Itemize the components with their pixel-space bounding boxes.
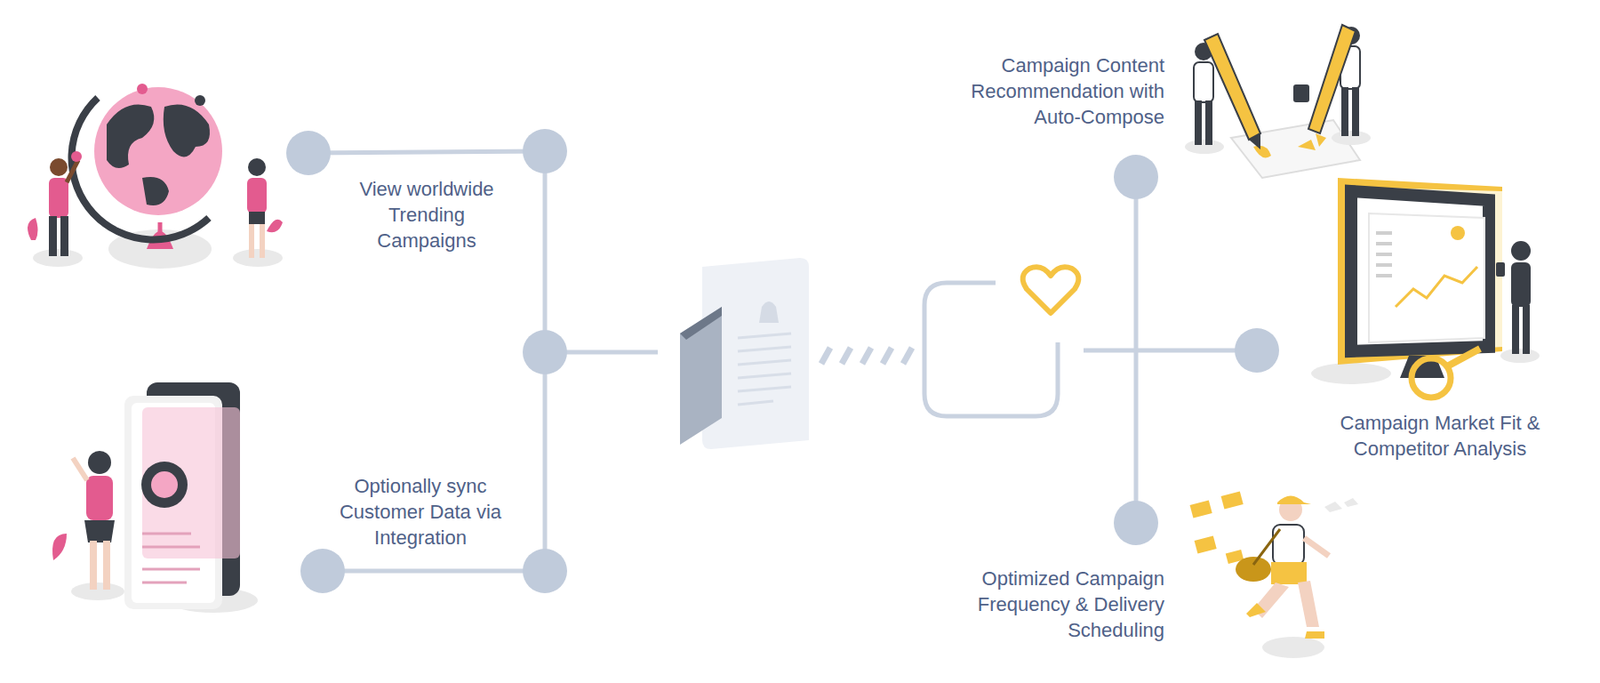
pencil-people-illustration bbox=[1184, 24, 1371, 178]
connector-lines bbox=[308, 151, 1257, 571]
profile-phone-illustration bbox=[52, 382, 258, 613]
feature-label: Optimized Campaign Frequency & Delivery … bbox=[946, 565, 1165, 643]
dots bbox=[286, 128, 1280, 593]
feature-label: Optionally sync Customer Data via Integr… bbox=[327, 472, 514, 551]
heart bbox=[1023, 266, 1080, 313]
delivery-person-illustration bbox=[1190, 490, 1359, 658]
feature-label: Campaign Market Fit & Competitor Analysi… bbox=[1315, 409, 1565, 462]
dashes bbox=[821, 347, 912, 364]
globe-illustration bbox=[27, 83, 283, 269]
feature-label: Campaign Content Recommendation with Aut… bbox=[968, 52, 1165, 130]
feature-label: View worldwide Trending Campaigns bbox=[346, 176, 507, 254]
dashboard-monitor-illustration bbox=[1311, 177, 1540, 398]
document-icon bbox=[680, 257, 809, 449]
